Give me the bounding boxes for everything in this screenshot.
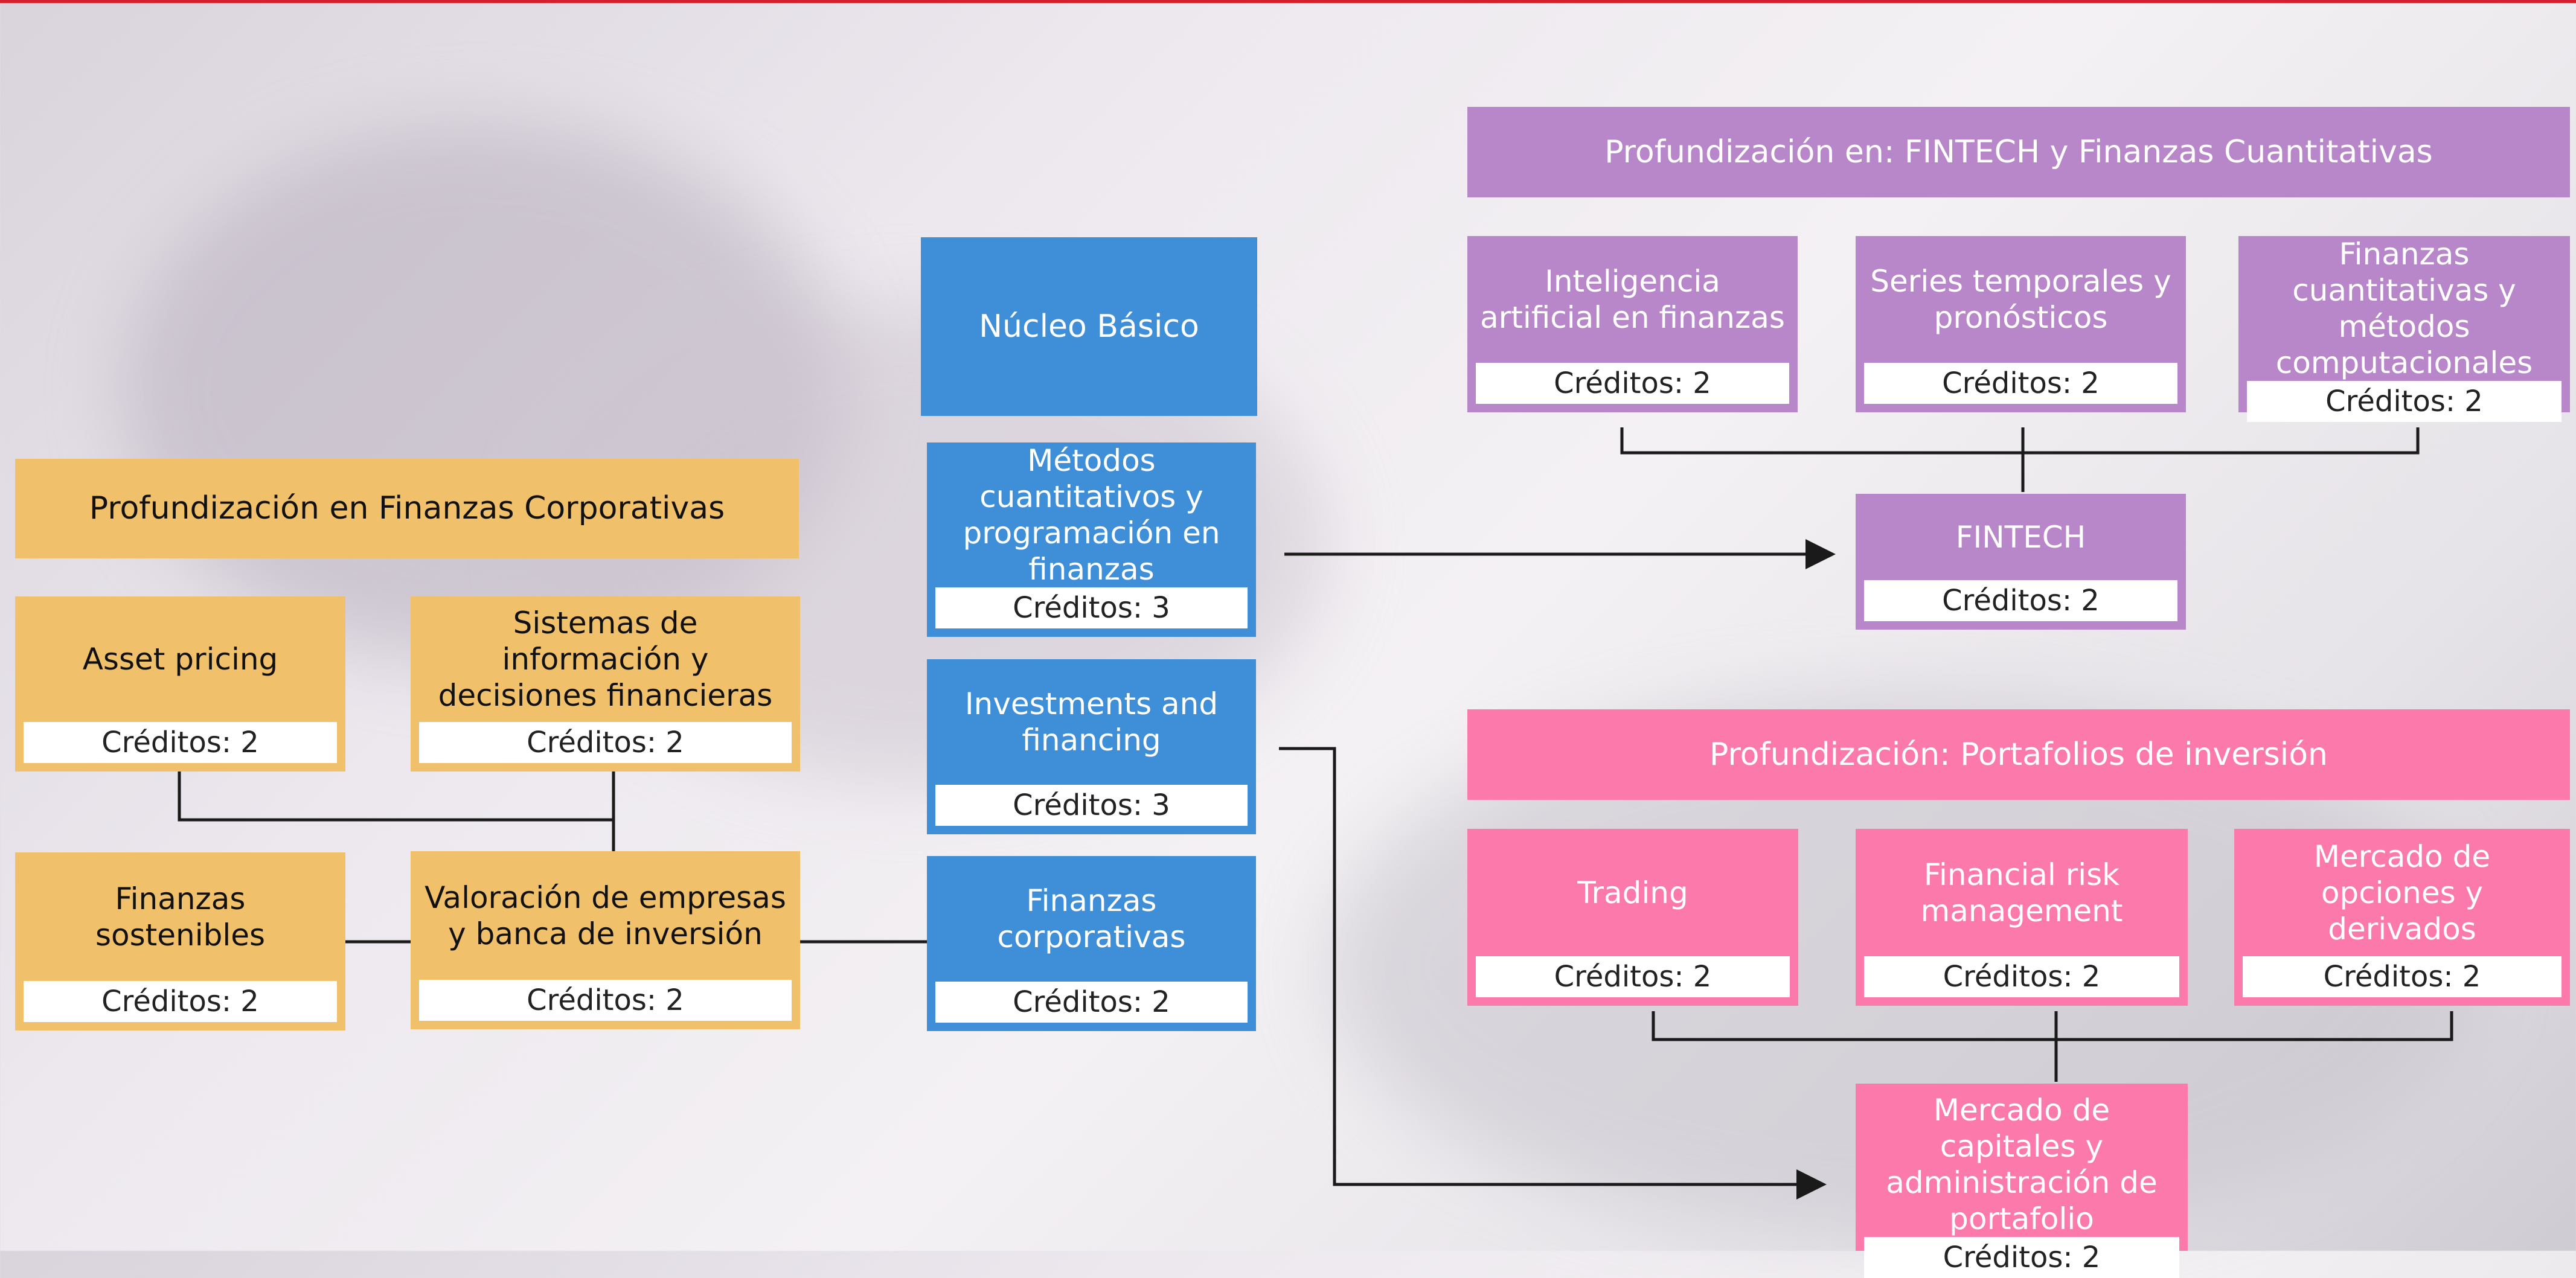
connector-portafolios-bracket: [1652, 1011, 2453, 1041]
course-title: Mercado de opciones y derivados: [2313, 839, 2491, 947]
course-credits: Créditos: 2: [1476, 956, 1790, 997]
course-mercado-capitales[interactable]: Mercado de capitales y administración de…: [1856, 1084, 2188, 1278]
course-credits: Créditos: 2: [2243, 956, 2562, 997]
course-series-temporales[interactable]: Series temporales y pronósticos Créditos…: [1856, 236, 2186, 412]
course-credits: Créditos: 2: [419, 722, 792, 763]
course-title: Finanzas corporativas: [997, 883, 1186, 954]
connector-asset-pricing: [178, 772, 614, 822]
course-title: Finanzas cuantitativas y métodos computa…: [2275, 237, 2533, 380]
course-title: Valoración de empresas y banca de invers…: [425, 880, 786, 951]
course-finanzas-sostenibles[interactable]: Finanzas sostenibles Créditos: 2: [15, 852, 345, 1030]
course-credits: Créditos: 2: [1864, 363, 2177, 404]
nucleo-basico-title: Núcleo Básico: [979, 308, 1199, 345]
connector-fintech-bracket: [1620, 427, 2420, 455]
course-title: Investments and financing: [964, 686, 1219, 758]
course-credits: Créditos: 2: [2247, 381, 2562, 422]
corporativas-header: Profundización en Finanzas Corporativas: [15, 459, 799, 558]
course-asset-pricing[interactable]: Asset pricing Créditos: 2: [15, 596, 345, 772]
course-title: Inteligencia artificial en finanzas: [1480, 264, 1785, 335]
connector-lines: [178, 427, 2453, 1200]
course-credits: Créditos: 2: [1864, 1237, 2179, 1278]
course-credits: Créditos: 2: [24, 981, 337, 1022]
arrow-to-mercado-capitales: [1279, 747, 1827, 1200]
top-accent-line: [0, 0, 2576, 3]
course-title: Trading: [1577, 875, 1688, 910]
course-title: Finanzas sostenibles: [95, 881, 266, 953]
course-metodos-cuantitativos[interactable]: Métodos cuantitativos y programación en …: [927, 443, 1256, 637]
course-mercado-opciones[interactable]: Mercado de opciones y derivados Créditos…: [2234, 829, 2570, 1006]
course-credits: Créditos: 2: [1476, 363, 1789, 404]
course-title: FINTECH: [1955, 519, 2086, 555]
course-title: Series temporales y pronósticos: [1870, 264, 2171, 335]
course-credits: Créditos: 2: [1864, 956, 2179, 997]
course-finanzas-cuantitativas[interactable]: Finanzas cuantitativas y métodos computa…: [2238, 236, 2570, 422]
course-title: Sistemas de información y decisiones fin…: [438, 605, 773, 713]
course-credits: Créditos: 3: [935, 785, 1248, 826]
course-trading[interactable]: Trading Créditos: 2: [1467, 829, 1798, 1006]
nucleo-basico-header: Núcleo Básico: [921, 237, 1257, 416]
course-credits: Créditos: 2: [1864, 580, 2177, 621]
course-valoracion-empresas[interactable]: Valoración de empresas y banca de invers…: [411, 851, 800, 1029]
course-sistemas-informacion[interactable]: Sistemas de información y decisiones fin…: [411, 596, 800, 772]
course-financial-risk[interactable]: Financial risk management Créditos: 2: [1856, 829, 2188, 1006]
course-finanzas-corporativas[interactable]: Finanzas corporativas Créditos: 2: [927, 856, 1256, 1031]
course-investments-financing[interactable]: Investments and financing Créditos: 3: [927, 659, 1256, 834]
course-title: Métodos cuantitativos y programación en …: [963, 443, 1220, 587]
course-title: Mercado de capitales y administración de…: [1886, 1093, 2158, 1236]
course-credits: Créditos: 3: [935, 587, 1248, 628]
course-credits: Créditos: 2: [24, 722, 337, 763]
course-credits: Créditos: 2: [935, 982, 1248, 1023]
portafolios-header: Profundización: Portafolios de inversión: [1467, 709, 2570, 800]
course-title: Financial risk management: [1920, 857, 2123, 928]
course-credits: Créditos: 2: [419, 980, 792, 1021]
course-title: Asset pricing: [82, 642, 278, 677]
course-inteligencia-artificial[interactable]: Inteligencia artificial en finanzas Créd…: [1467, 236, 1798, 412]
fintech-header: Profundización en: FINTECH y Finanzas Cu…: [1467, 107, 2570, 197]
course-fintech[interactable]: FINTECH Créditos: 2: [1856, 494, 2186, 630]
